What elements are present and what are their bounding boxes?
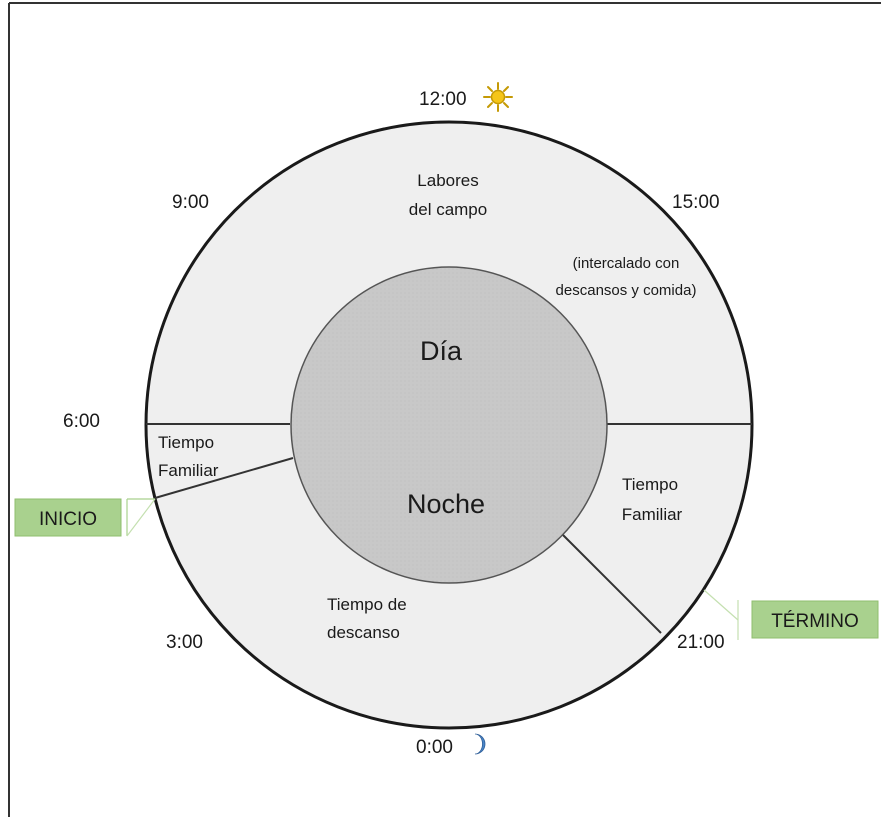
time-label-3: 3:00	[166, 632, 203, 653]
intercalado-label-line1: (intercalado con	[573, 255, 680, 272]
time-label-15: 15:00	[672, 192, 720, 213]
divider-termino	[562, 534, 662, 634]
familiar-right-label-line1: Tiempo	[622, 475, 678, 494]
descanso-label-line1: Tiempo de	[327, 595, 407, 614]
moon-icon	[474, 733, 486, 755]
time-label-0: 0:00	[416, 737, 453, 758]
familiar-right-label-line2: Familiar	[622, 505, 683, 524]
termino-connector	[703, 589, 739, 621]
familiar-left-label-line2: Familiar	[158, 461, 219, 480]
inicio-tag-box	[14, 498, 122, 537]
time-label-9: 9:00	[172, 192, 209, 213]
day-label: Día	[420, 336, 463, 366]
intercalado-label-line2: descansos y comida)	[556, 282, 697, 299]
sun-icon	[483, 82, 513, 112]
time-label-12: 12:00	[419, 89, 467, 110]
inner-circle	[290, 266, 608, 584]
divider-inicio	[154, 457, 294, 499]
labores-label-line2: del campo	[409, 200, 487, 219]
night-label: Noche	[407, 489, 485, 519]
inicio-tag: INICIO	[39, 509, 97, 530]
familiar-left-label-line1: Tiempo	[158, 433, 214, 452]
time-label-21: 21:00	[677, 632, 725, 653]
descanso-label-line2: descanso	[327, 623, 400, 642]
labores-label-line1: Labores	[417, 171, 478, 190]
termino-tag-box	[751, 600, 879, 639]
termino-tag: TÉRMINO	[771, 611, 859, 632]
time-label-6: 6:00	[63, 411, 100, 432]
inicio-connector-diag	[126, 498, 156, 537]
